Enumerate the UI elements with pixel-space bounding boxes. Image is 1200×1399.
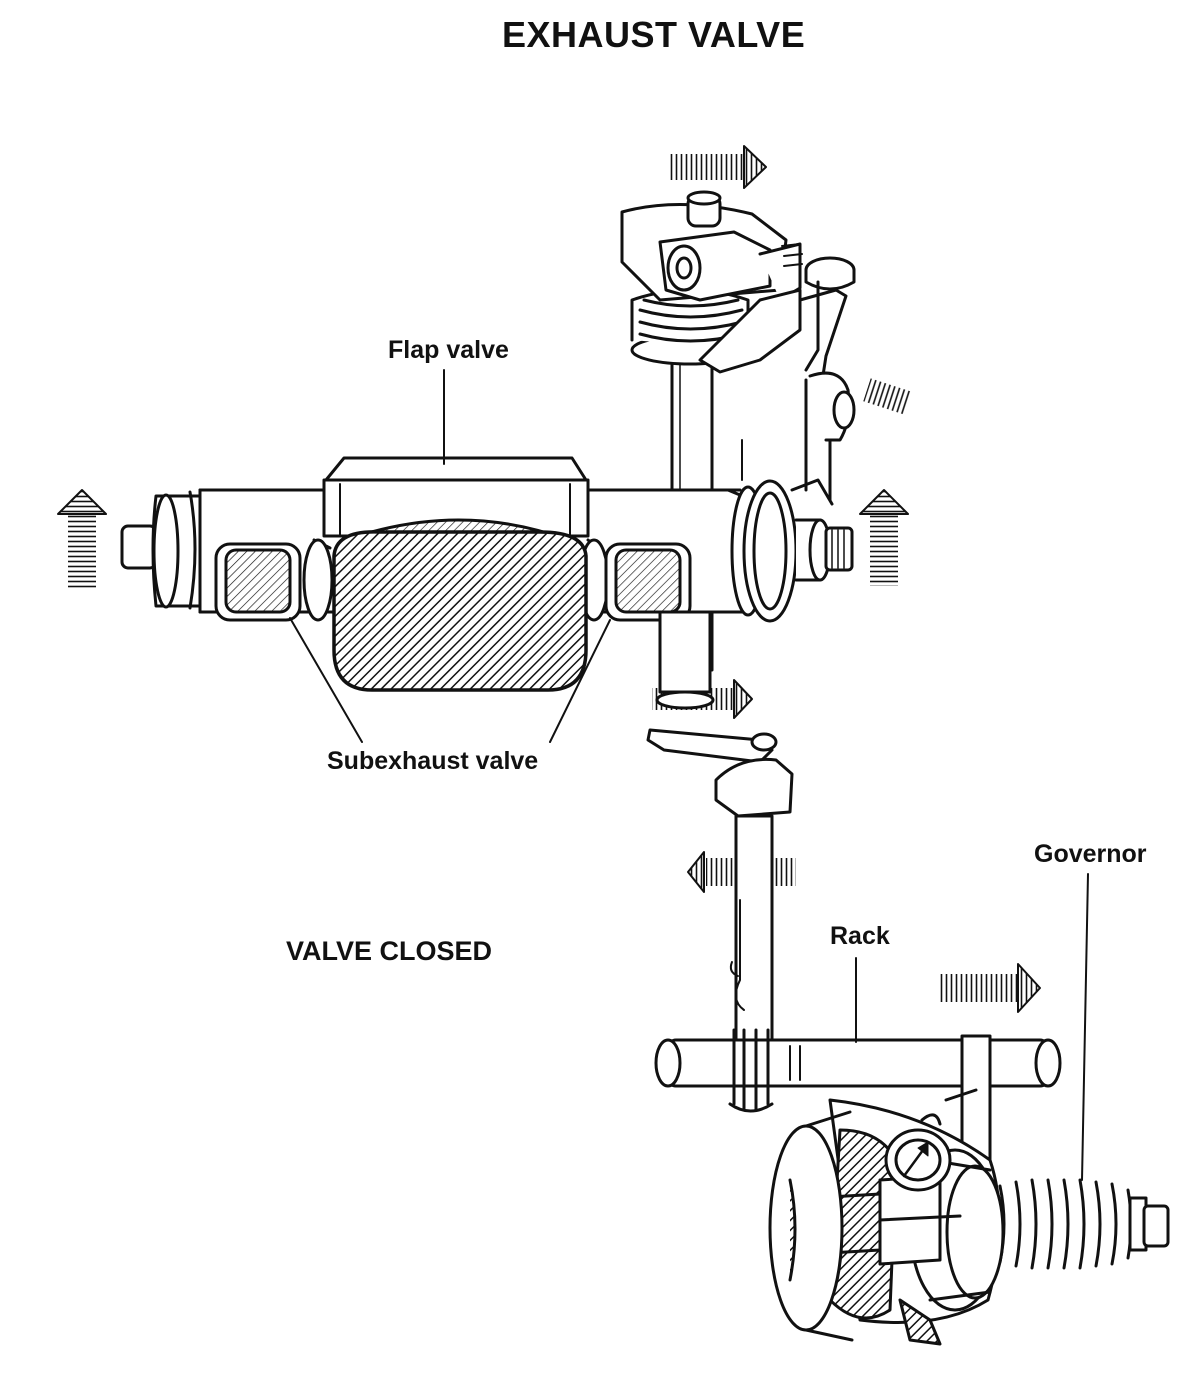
motion-arrow-lever: [863, 378, 911, 415]
label-valve-closed: VALVE CLOSED: [286, 936, 493, 966]
rotation-arrow-top: [668, 145, 767, 189]
flap-valve-plate: [332, 530, 588, 692]
label-rack: Rack: [830, 922, 890, 950]
diagram-title: EXHAUST VALVE: [502, 14, 806, 55]
subexhaust-valve-left: [214, 542, 302, 622]
label-subexhaust-valve: Subexhaust valve: [327, 747, 539, 775]
subexhaust-valve-right: [604, 542, 692, 622]
governor-spring: [990, 1178, 1170, 1270]
label-flap-valve: Flap valve: [388, 336, 509, 364]
leader-subexhaust-left: [289, 617, 363, 743]
side-lever-linkage: [698, 256, 856, 506]
rotation-arrow-right: [859, 489, 909, 586]
lower-shaft: [646, 610, 794, 1048]
rack-motion-arrow: [938, 963, 1041, 1013]
rack-bar: [654, 1028, 1062, 1113]
leader-subexhaust-right: [549, 619, 611, 743]
label-governor: Governor: [1034, 840, 1147, 868]
leader-governor: [1081, 873, 1089, 1181]
leader-lines: [289, 369, 1089, 1181]
rotation-arrow-left: [57, 489, 107, 590]
governor-assembly: [768, 1034, 1170, 1346]
